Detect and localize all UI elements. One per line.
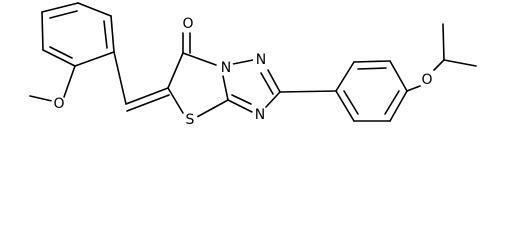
bond-double [126, 94, 170, 112]
bond [389, 90, 408, 122]
bond [442, 23, 445, 61]
bond [353, 60, 391, 63]
bond-inner [103, 20, 108, 49]
bond [42, 49, 76, 67]
bond [196, 99, 229, 118]
bond [227, 99, 253, 113]
bond [41, 2, 79, 13]
bond [232, 59, 254, 65]
bond [279, 90, 337, 93]
bond [77, 2, 112, 17]
bond [433, 59, 445, 71]
bond-inner [49, 10, 78, 19]
bond [231, 94, 252, 105]
bond [167, 87, 184, 114]
bond [74, 51, 115, 67]
bond [443, 59, 477, 67]
bond [222, 75, 229, 101]
bond [110, 15, 115, 53]
triazole-nitrogen-upper-label: N [256, 52, 266, 68]
bond [113, 51, 127, 105]
bridge-nitrogen-label: N [221, 60, 231, 76]
bond-inner [384, 90, 400, 115]
bond-inner [49, 46, 73, 59]
bond [260, 72, 274, 95]
bond [182, 52, 217, 66]
chemical-structure-diagram: O O O S N N N [29, 2, 477, 128]
bond [406, 85, 421, 92]
bond [335, 90, 355, 122]
bond [125, 87, 169, 105]
bonds [29, 2, 477, 122]
bond [267, 69, 281, 93]
bond [167, 52, 184, 89]
bond [389, 60, 408, 92]
bond-inner [343, 90, 359, 115]
bond-inner [357, 67, 387, 70]
triazole-nitrogen-lower-label: N [255, 107, 265, 123]
bond [41, 11, 44, 51]
bond [29, 95, 53, 102]
ketone-oxygen-label: O [182, 16, 193, 32]
bond [265, 91, 281, 108]
methoxy-oxygen-label: O [53, 96, 64, 112]
bond [335, 61, 355, 92]
atom-labels: O O O S N N N [51, 16, 435, 128]
ether-oxygen-label: O [421, 72, 432, 88]
sulfur-label: S [186, 112, 195, 128]
bond [63, 65, 76, 98]
